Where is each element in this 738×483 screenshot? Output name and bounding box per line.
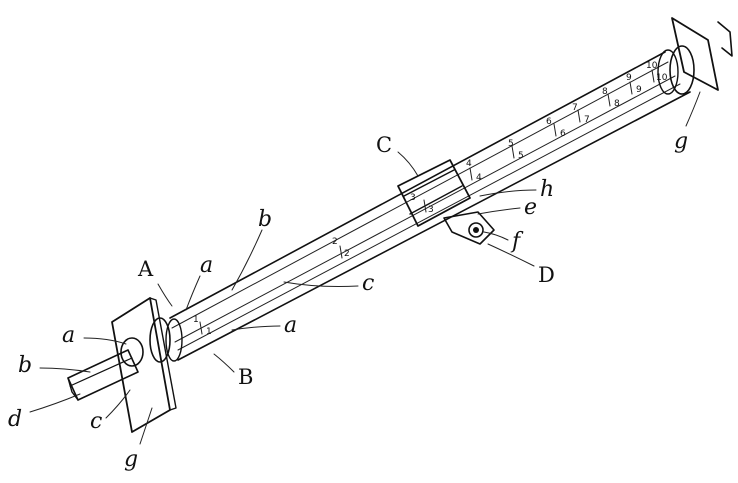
slider-clamp — [397, 159, 495, 245]
tick-10 — [651, 69, 655, 83]
scale-lower-7: 7 — [584, 115, 590, 125]
right-collar — [669, 45, 695, 95]
left-flange — [111, 297, 183, 433]
scale-6: 6 — [546, 117, 552, 127]
left-collar — [149, 317, 171, 363]
tick-4 — [469, 167, 473, 181]
leader-a-left — [83, 337, 127, 345]
leader-h — [479, 189, 537, 197]
labels: A a b c a B C h e f D g a b d c g — [8, 129, 688, 472]
left-collar-inner — [165, 318, 183, 362]
tick-1 — [199, 321, 203, 335]
leader-g-right — [685, 91, 701, 127]
left-hub — [120, 337, 144, 367]
label-a-right: a — [284, 313, 297, 338]
label-c-main: c — [362, 271, 374, 296]
scale-ticks — [199, 69, 655, 335]
scale-1: 1 — [193, 315, 199, 325]
scale-4: 4 — [466, 159, 472, 169]
leader-B — [213, 353, 235, 373]
left-shaft-line — [69, 357, 133, 387]
scale-numbers: 1 2 3 4 5 6 7 8 9 10 — [193, 61, 658, 325]
tube-line-a-lower — [177, 83, 681, 351]
scale-lower-1: 1 — [206, 327, 212, 337]
clamp-band-line-2 — [409, 185, 463, 215]
label-e: e — [524, 195, 537, 220]
leader-e — [477, 207, 521, 215]
scale-lower-2: 2 — [344, 249, 350, 259]
leader-C — [397, 151, 419, 177]
tick-7 — [577, 109, 581, 123]
label-c-left: c — [90, 409, 102, 434]
leader-c-left — [105, 389, 131, 419]
tube-line-a-upper — [171, 61, 669, 329]
clamp-band-line — [403, 169, 455, 197]
leader-lines — [29, 91, 701, 445]
scale-numbers-lower: 1 2 3 4 5 6 7 8 9 10 — [206, 73, 668, 337]
leader-b-top — [231, 229, 263, 291]
tube-body — [169, 51, 691, 361]
leader-f — [483, 231, 509, 241]
scale-lower-8: 8 — [614, 99, 620, 109]
scale-lower-6: 6 — [560, 129, 566, 139]
clamp-ear — [443, 211, 495, 245]
left-shaft-end — [67, 377, 79, 401]
tube-bottom-edge — [177, 91, 691, 361]
tick-5 — [511, 145, 515, 159]
tick-8 — [607, 93, 611, 107]
right-collar-inner — [657, 49, 679, 95]
leader-d — [29, 393, 81, 413]
label-A: A — [137, 257, 154, 281]
leader-g-left — [139, 407, 153, 445]
scale-lower-3: 3 — [428, 205, 434, 215]
screw-center — [473, 227, 479, 233]
tick-9 — [629, 81, 633, 95]
tick-6 — [553, 123, 557, 137]
label-f: f — [510, 229, 524, 254]
tube-top-edge — [169, 51, 666, 319]
leader-A — [157, 283, 173, 307]
tick-2 — [339, 245, 343, 259]
leader-c-main — [283, 281, 359, 287]
screw-head — [468, 222, 484, 238]
label-d: d — [8, 407, 22, 432]
right-flange — [657, 17, 733, 95]
leader-b-left — [39, 367, 91, 373]
right-flange-plate — [671, 17, 719, 91]
leader-a-top — [185, 275, 201, 311]
scale-3: 3 — [410, 193, 416, 203]
scale-lower-9: 9 — [636, 85, 642, 95]
scale-lower-10: 10 — [656, 73, 668, 83]
label-D: D — [538, 263, 555, 287]
left-shaft-bar — [67, 349, 139, 401]
scale-lower-4: 4 — [476, 173, 482, 183]
scale-8: 8 — [602, 87, 608, 97]
scale-7: 7 — [572, 103, 578, 113]
label-g-right: g — [674, 129, 688, 154]
leader-D — [487, 243, 535, 267]
left-shaft — [67, 337, 144, 401]
scale-lower-5: 5 — [518, 151, 524, 161]
label-a-left: a — [62, 323, 75, 348]
scale-9: 9 — [626, 73, 632, 83]
label-C: C — [376, 133, 392, 157]
tick-3 — [423, 199, 427, 213]
label-g-left: g — [124, 447, 138, 472]
scale-2: 2 — [332, 237, 338, 247]
left-flange-edge — [149, 297, 177, 411]
label-a-top: a — [200, 253, 213, 278]
scale-10: 10 — [646, 61, 658, 71]
leader-a-right — [231, 325, 281, 331]
label-h: h — [540, 177, 554, 202]
label-b-top: b — [258, 207, 272, 232]
scale-5: 5 — [508, 139, 514, 149]
label-b-left: b — [18, 353, 32, 378]
label-B: B — [238, 365, 253, 389]
right-shaft-stub — [717, 21, 733, 57]
